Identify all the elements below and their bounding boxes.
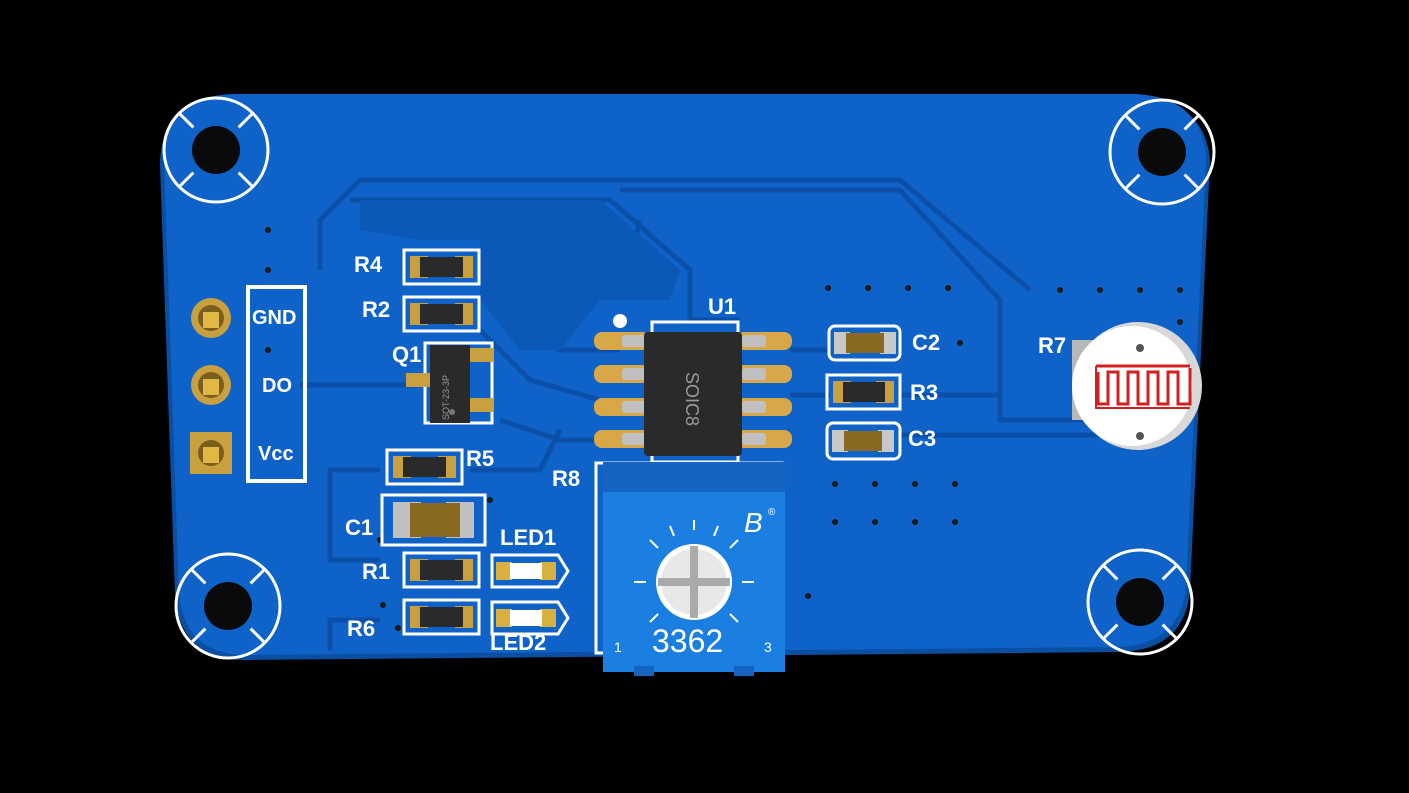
led-led2[interactable] — [490, 600, 570, 636]
vias — [265, 227, 1183, 631]
label-u1: U1 — [708, 294, 736, 319]
pin-label-do: DO — [262, 375, 292, 397]
photoresistor-icon[interactable] — [1072, 322, 1202, 450]
label-led1: LED1 — [500, 525, 556, 550]
label-r6: R6 — [347, 616, 375, 641]
header-pin-do[interactable] — [191, 365, 231, 405]
trimmer-pin-3: 3 — [764, 639, 772, 655]
copper-pour-area — [360, 200, 680, 350]
mounting-hole-icon — [1108, 98, 1216, 206]
trimmer-registered: ® — [768, 507, 776, 518]
header-pin-vcc[interactable] — [190, 432, 232, 474]
trimmer-knob-icon[interactable] — [656, 544, 732, 620]
capacitor-c2[interactable] — [827, 324, 902, 362]
q1-marking: SOT-23-3P — [441, 375, 451, 420]
mounting-hole-icon — [174, 552, 282, 660]
label-r3: R3 — [910, 380, 938, 405]
label-c1: C1 — [345, 515, 373, 540]
label-q1: Q1 — [392, 342, 421, 367]
resistor-r3[interactable] — [825, 373, 902, 411]
transistor-q1[interactable]: SOT-23-3P — [406, 341, 494, 425]
capacitor-c3[interactable] — [825, 421, 902, 461]
label-r5: R5 — [466, 446, 494, 471]
mounting-hole-icon — [1086, 548, 1194, 656]
label-r1: R1 — [362, 559, 390, 584]
capacitor-c1[interactable] — [380, 493, 487, 547]
header-pin-gnd[interactable] — [191, 298, 231, 338]
label-led2: LED2 — [490, 630, 546, 655]
resistor-r2[interactable] — [402, 295, 481, 333]
trimmer-pin-1: 1 — [614, 639, 622, 655]
connector-outline — [246, 285, 307, 483]
led-led1[interactable] — [490, 553, 570, 589]
u1-marking: SOIC8 — [682, 372, 702, 426]
ic-u1[interactable]: SOIC8 — [594, 314, 792, 464]
trimmer-model: 3362 — [652, 623, 723, 659]
resistor-r5[interactable] — [385, 448, 464, 486]
resistor-r4[interactable] — [402, 248, 481, 286]
header-connector: GND DO Vcc — [190, 285, 307, 483]
pin-label-gnd: GND — [252, 307, 296, 329]
label-r7: R7 — [1038, 333, 1066, 358]
label-r4: R4 — [354, 252, 383, 277]
resistor-r1[interactable] — [402, 551, 481, 589]
pin-label-vcc: Vcc — [258, 443, 294, 465]
label-r8: R8 — [552, 466, 580, 491]
label-c2: C2 — [912, 330, 940, 355]
label-r2: R2 — [362, 297, 390, 322]
label-c3: C3 — [908, 426, 936, 451]
mounting-hole-icon — [162, 96, 270, 204]
resistor-r6[interactable] — [402, 598, 481, 636]
trimmer-brand: B — [744, 507, 763, 538]
trimmer-r8[interactable]: 3362 1 3 B ® — [594, 461, 785, 676]
